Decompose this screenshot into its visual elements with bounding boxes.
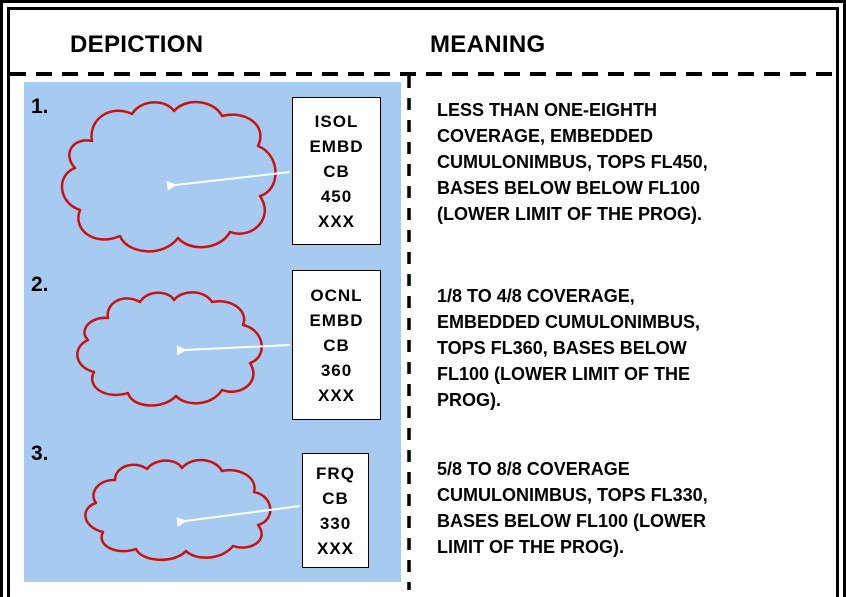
cloud-2-outline — [76, 291, 263, 407]
row-3-code-type: CB — [322, 488, 349, 508]
row-2-meaning-line: TOPS FL360, BASES BELOW — [437, 338, 687, 358]
row-1-number: 1. — [31, 95, 49, 118]
row-2-meaning-line: 1/8 TO 4/8 COVERAGE, — [437, 286, 635, 306]
row-3-meaning-line: BASES BELOW FL100 (LOWER — [437, 511, 707, 531]
row-3-meaning: 5/8 TO 8/8 COVERAGE CUMULONIMBUS, TOPS F… — [437, 456, 708, 560]
cloud-2-arrow — [176, 344, 291, 356]
row-2-code-tops: 360 — [320, 360, 353, 380]
row-1-code-coverage: ISOL — [314, 111, 359, 131]
row-3-meaning-line: LIMIT OF THE PROG). — [437, 537, 624, 557]
row-2-code-box: OCNL EMBD CB 360 XXX — [292, 270, 381, 420]
cloud-3-arrow — [176, 505, 301, 527]
row-3-code-coverage: FRQ — [316, 463, 355, 483]
row-1-meaning-line: LESS THAN ONE-EIGHTH — [437, 100, 658, 120]
row-1-code-bases: XXX — [317, 211, 356, 231]
cloud-3-outline — [84, 458, 272, 562]
row-1-code-type: CB — [323, 161, 350, 181]
row-2-code-coverage: OCNL — [310, 285, 363, 305]
row-3-meaning-line: 5/8 TO 8/8 COVERAGE — [437, 459, 630, 479]
row-2-code-bases: XXX — [317, 385, 356, 405]
row-2-number: 2. — [31, 273, 49, 296]
row-1-meaning-line: CUMULONIMBUS, TOPS FL450, — [437, 152, 708, 172]
row-3-code-tops: 330 — [319, 513, 352, 533]
depiction-header: DEPICTION — [70, 31, 204, 58]
inner-frame — [7, 7, 839, 597]
row-2-meaning-line: FL100 (LOWER LIMIT OF THE — [437, 364, 690, 384]
row-1-meaning-line: (LOWER LIMIT OF THE PROG). — [437, 204, 702, 224]
cloud-1-outline — [60, 100, 277, 253]
row-2-meaning: 1/8 TO 4/8 COVERAGE, EMBEDDED CUMULONIMB… — [437, 283, 700, 413]
row-2-meaning-line: PROG). — [437, 390, 502, 410]
row-2-code-embedded: EMBD — [309, 310, 364, 330]
meaning-header: MEANING — [430, 31, 546, 58]
row-1-meaning-line: BASES BELOW BELOW FL100 — [437, 178, 701, 198]
row-3-meaning-line: CUMULONIMBUS, TOPS FL330, — [437, 485, 708, 505]
row-1-code-box: ISOL EMBD CB 450 XXX — [292, 97, 381, 245]
row-1-code-tops: 450 — [320, 186, 353, 206]
row-2-meaning-line: EMBEDDED CUMULONIMBUS, — [437, 312, 700, 332]
row-1-meaning-line: COVERAGE, EMBEDDED — [437, 126, 654, 146]
row-3-code-bases: XXX — [316, 538, 355, 558]
row-1-meaning: LESS THAN ONE-EIGHTH COVERAGE, EMBEDDED … — [437, 97, 708, 227]
cloud-1-arrow — [166, 171, 291, 191]
row-3-code-box: FRQ CB 330 XXX — [302, 453, 369, 568]
row-2-code-type: CB — [323, 335, 350, 355]
row-1-code-embedded: EMBD — [309, 136, 364, 156]
row-3-number: 3. — [31, 442, 49, 465]
